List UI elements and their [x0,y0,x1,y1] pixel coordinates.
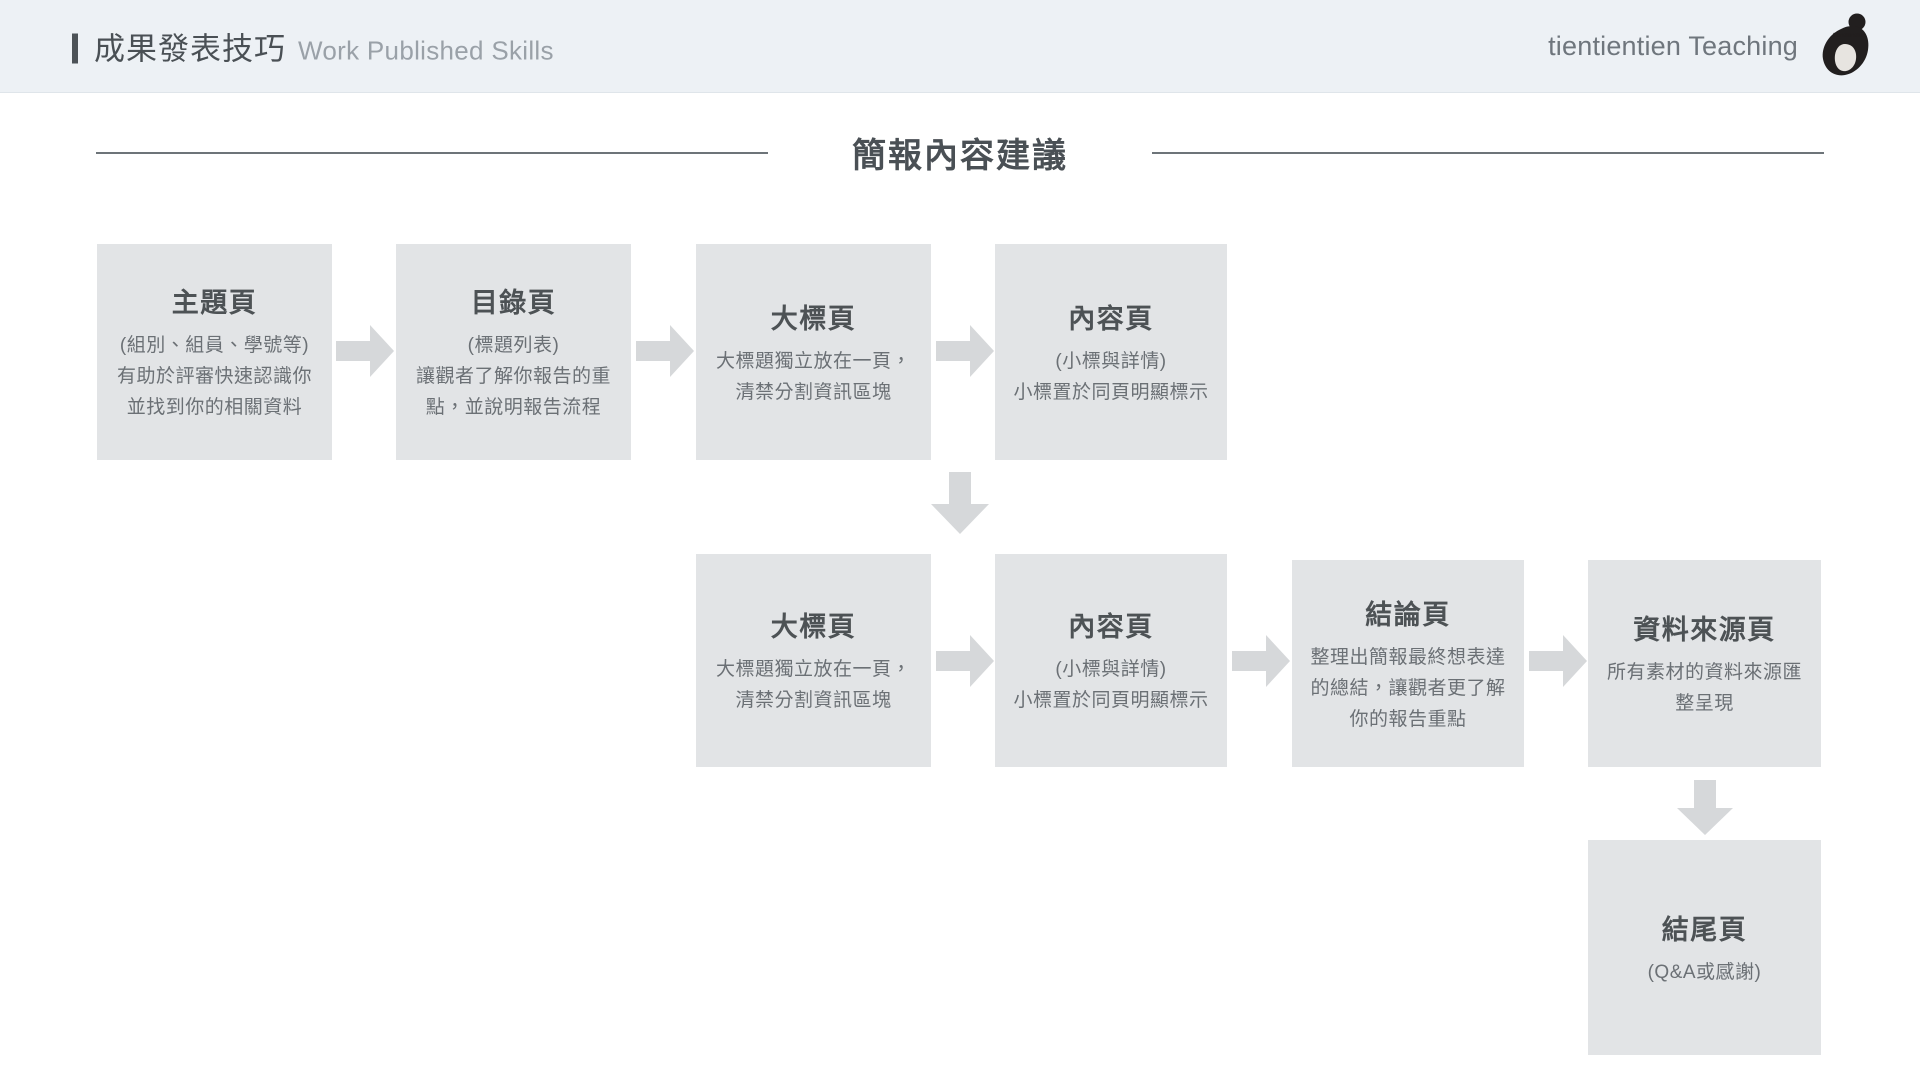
node-title: 大標頁 [770,612,857,642]
node-description: 大標題獨立放在一頁， 清禁分割資訊區塊 [715,350,911,403]
slide-header: 成果發表技巧 Work Published Skills tientientie… [0,0,1920,93]
node-conclusion-page[interactable]: 結論頁 整理出簡報最終想表達 的總結，讓觀者更了解 你的報告重點 [1292,560,1524,767]
section-rule-left [96,151,768,154]
node-heading-page-2[interactable]: 大標頁 大標題獨立放在一頁， 清禁分割資訊區塊 [696,554,931,767]
node-ending-page[interactable]: 結尾頁 (Q&A或感謝) [1588,840,1821,1055]
arrow-right-icon-6 [1529,635,1587,692]
node-description: (組別、組員、學號等) 有助於評審快速認識你 並找到你的相關資料 [116,335,312,418]
header-title-en: Work Published Skills [298,35,554,66]
node-title: 內容頁 [1068,303,1154,334]
section-title: 簡報內容建議 [852,137,1068,175]
arrow-down-icon-2 [1677,780,1733,840]
arrow-right-icon-1 [336,325,394,382]
node-sources-page[interactable]: 資料來源頁 所有素材的資料來源匯 整呈現 [1588,560,1821,767]
node-title: 目錄頁 [470,288,557,318]
title-accent-bar [72,33,78,64]
node-description: (小標與詳情) 小標置於同頁明顯標示 [1013,659,1209,711]
arrow-right-icon-2 [636,325,694,382]
arrow-right-icon-4 [936,635,994,692]
node-title: 內容頁 [1068,612,1154,642]
node-title: 資料來源頁 [1633,615,1776,645]
header-title-zh: 成果發表技巧 [94,31,286,67]
node-description: (標題列表) 讓觀者了解你報告的重 點，並說明報告流程 [415,335,611,418]
node-title: 主題頁 [171,288,258,318]
node-content-page-1[interactable]: 內容頁 (小標與詳情) 小標置於同頁明顯標示 [995,244,1227,460]
node-toc-page[interactable]: 目錄頁 (標題列表) 讓觀者了解你報告的重 點，並說明報告流程 [396,244,631,460]
node-topic-page[interactable]: 主題頁 (組別、組員、學號等) 有助於評審快速認識你 並找到你的相關資料 [97,244,332,460]
node-description: (小標與詳情) 小標置於同頁明顯標示 [1013,350,1209,403]
arrow-right-icon-3 [936,325,994,382]
svg-text:tientientien: tientientien [1833,32,1866,39]
brand-group: tientientien Teaching tientientien [1548,13,1872,79]
header-title-group: 成果發表技巧 Work Published Skills [72,24,554,69]
tientientien-logo-icon: tientientien [1812,13,1872,79]
node-title: 大標頁 [770,303,857,334]
node-content-page-2[interactable]: 內容頁 (小標與詳情) 小標置於同頁明顯標示 [995,554,1227,767]
node-title: 結尾頁 [1661,914,1748,945]
node-description: 整理出簡報最終想表達 的總結，讓觀者更了解 你的報告重點 [1310,646,1506,730]
arrow-down-icon-1 [931,472,989,539]
arrow-right-icon-5 [1232,635,1290,692]
section-rule-right [1152,151,1824,154]
node-heading-page-1[interactable]: 大標頁 大標題獨立放在一頁， 清禁分割資訊區塊 [696,244,931,460]
node-description: 所有素材的資料來源匯 整呈現 [1606,662,1802,714]
node-description: (Q&A或感謝) [1647,961,1762,983]
section-title-row: 簡報內容建議 [0,128,1920,177]
brand-name: tientientien Teaching [1548,30,1798,61]
node-description: 大標題獨立放在一頁， 清禁分割資訊區塊 [715,659,911,711]
node-title: 結論頁 [1365,599,1451,630]
